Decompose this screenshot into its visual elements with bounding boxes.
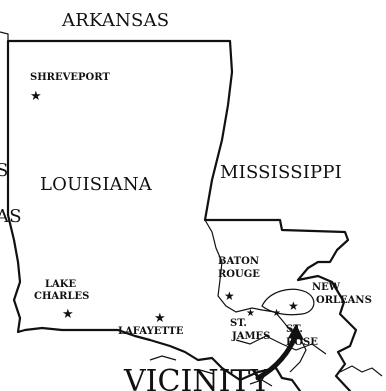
arkansas-corner: [0, 31, 9, 41]
city-label-baton-rouge-2: ROUGE: [218, 269, 260, 280]
gulf-coast-detail: [235, 335, 383, 377]
city-markers: ★ ★ ★ ★ ★ ★ ★: [30, 88, 299, 325]
city-label-shreveport: SHREVEPORT: [30, 72, 110, 83]
city-label-lafayette: LAFAYETTE: [118, 326, 184, 337]
star-icon-baton-rouge: ★: [224, 289, 235, 303]
state-label-partial-bottom: AS: [0, 206, 22, 227]
state-label-mississippi: MISSISSIPPI: [220, 162, 342, 183]
city-label-st-james-1: ST.: [230, 318, 247, 329]
star-icon-st-rose: ★: [272, 308, 281, 319]
city-label-st-james-2: JAMES: [231, 331, 270, 342]
state-label-partial-top: S: [0, 160, 9, 181]
star-icon-shreveport: ★: [30, 88, 42, 103]
vicinity-label: VICINITY: [123, 364, 271, 391]
city-label-lake-charles-1: LAKE: [45, 279, 76, 290]
curved-arrow-icon: [255, 324, 304, 381]
city-label-new-orleans-2: ORLEANS: [316, 295, 372, 306]
state-label-arkansas: ARKANSAS: [61, 10, 169, 31]
state-label-louisiana: LOUISIANA: [40, 174, 153, 195]
star-icon-lafayette: ★: [154, 310, 166, 325]
star-icon-lake-charles: ★: [62, 306, 74, 321]
star-icon-st-james: ★: [246, 308, 255, 319]
coast-islands: [149, 355, 273, 387]
mississippi-river: [204, 219, 307, 373]
city-label-st-rose-2: ROSE: [286, 337, 318, 348]
city-label-new-orleans-1: NEW: [312, 282, 341, 293]
star-icon-new-orleans: ★: [288, 299, 299, 313]
louisiana-state-border: [6, 39, 358, 391]
city-label-baton-rouge-1: BATON: [218, 256, 259, 267]
lake-pontchartrain: [261, 288, 315, 316]
city-label-lake-charles-2: CHARLES: [34, 291, 89, 302]
